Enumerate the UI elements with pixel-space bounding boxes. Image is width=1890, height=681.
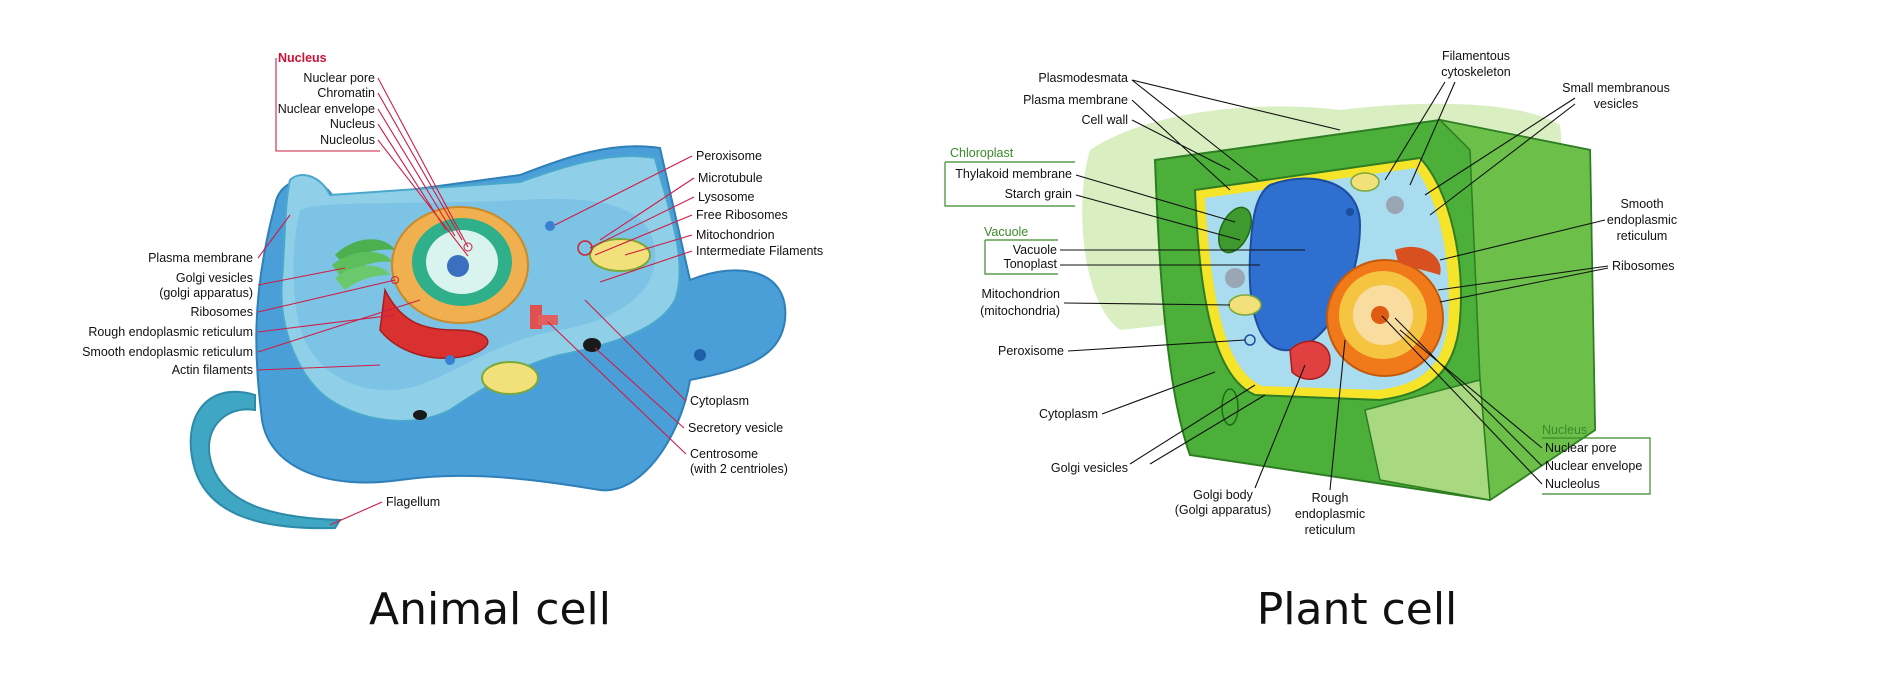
label-golgi-vesicles: Golgi vesicles bbox=[176, 271, 253, 285]
animal-cell-illustration bbox=[189, 145, 787, 530]
label-centrosome: Centrosome bbox=[690, 447, 758, 461]
label-filamentous: Filamentous bbox=[1442, 49, 1510, 63]
label-plant-mitochondria: (mitochondria) bbox=[980, 304, 1060, 318]
animal-cell-title: Animal cell bbox=[369, 584, 611, 635]
label-mitochondrion: Mitochondrion bbox=[696, 228, 775, 242]
label-cytoskeleton: cytoskeleton bbox=[1441, 65, 1511, 79]
label-plasmodesmata: Plasmodesmata bbox=[1038, 71, 1128, 85]
plant-right-labels: Smooth endoplasmic reticulum Ribosomes bbox=[1437, 197, 1677, 303]
animal-nucleus-item-3: Nucleus bbox=[330, 117, 375, 131]
plant-mitochondrion-shape-2 bbox=[1350, 172, 1380, 192]
plant-chloroplast-heading: Chloroplast bbox=[950, 146, 1014, 160]
plant-nucleus-shape bbox=[1326, 259, 1444, 377]
plant-golgi-shape bbox=[1289, 340, 1331, 380]
secretory-vesicle-shape bbox=[583, 338, 601, 352]
plant-mitochondrion-shape bbox=[1228, 294, 1262, 316]
plant-vacuole-label-group: Vacuole Vacuole Tonoplast bbox=[984, 225, 1305, 275]
plant-smooth-er-shape bbox=[1395, 246, 1441, 275]
plant-chloroplast-label-group: Chloroplast Thylakoid membrane Starch gr… bbox=[944, 146, 1241, 241]
plant-cell-title: Plant cell bbox=[1257, 584, 1458, 635]
label-peroxisome: Peroxisome bbox=[696, 149, 762, 163]
label-smooth-er: Smooth endoplasmic reticulum bbox=[82, 345, 253, 359]
label-free-ribosomes: Free Ribosomes bbox=[696, 208, 788, 222]
label-lysosome: Lysosome bbox=[698, 190, 755, 204]
peroxisome-shape bbox=[545, 221, 555, 231]
animal-bottom-labels: Cytoplasm Secretory vesicle Centrosome (… bbox=[329, 299, 788, 526]
label-reticulum: reticulum bbox=[1617, 229, 1668, 243]
label-actin-filaments: Actin filaments bbox=[172, 363, 253, 377]
animal-nucleus-heading: Nucleus bbox=[278, 51, 327, 65]
plant-left-labels: Mitochondrion (mitochondria) Peroxisome … bbox=[980, 287, 1266, 475]
label-plant-peroxisome: Peroxisome bbox=[998, 344, 1064, 358]
plant-nucleus-heading: Nucleus bbox=[1542, 423, 1587, 437]
animal-right-labels: Peroxisome Microtubule Lysosome Free Rib… bbox=[554, 149, 823, 283]
label-secretory-vesicle: Secretory vesicle bbox=[688, 421, 783, 435]
label-flagellum: Flagellum bbox=[386, 495, 440, 509]
label-centrosome-sub: (with 2 centrioles) bbox=[690, 462, 788, 476]
label-intermediate-filaments: Intermediate Filaments bbox=[696, 244, 823, 258]
label-plant-mitochondrion: Mitochondrion bbox=[981, 287, 1060, 301]
mitochondrion-shape-2 bbox=[481, 361, 539, 395]
plant-top-labels: Filamentous cytoskeleton Small membranou… bbox=[1384, 49, 1670, 216]
label-endoplasmic: endoplasmic bbox=[1607, 213, 1677, 227]
plant-bottom-labels: Golgi body (Golgi apparatus) Rough endop… bbox=[1175, 339, 1365, 537]
lysosome-shape bbox=[577, 240, 593, 256]
mitochondrion-shape bbox=[589, 238, 651, 272]
label-rough-er: Rough endoplasmic reticulum bbox=[88, 325, 253, 339]
plant-cell-wall-face bbox=[1364, 379, 1491, 501]
label-golgi-apparatus: (golgi apparatus) bbox=[159, 286, 253, 300]
label-microtubule: Microtubule bbox=[698, 171, 763, 185]
plant-chloroplast-item-0: Thylakoid membrane bbox=[955, 167, 1072, 181]
plant-nucleus-item-1: Nuclear envelope bbox=[1545, 459, 1642, 473]
label-plant-cytoplasm: Cytoplasm bbox=[1039, 407, 1098, 421]
animal-nucleus-item-4: Nucleolus bbox=[320, 133, 375, 147]
plant-chloroplast-item-1: Starch grain bbox=[1005, 187, 1072, 201]
animal-left-labels: Plasma membrane Golgi vesicles (golgi ap… bbox=[82, 214, 421, 377]
label-golgi-body: Golgi body bbox=[1193, 488, 1254, 502]
label-rough-endoplasmic: endoplasmic bbox=[1295, 507, 1365, 521]
label-plant-plasma-membrane: Plasma membrane bbox=[1023, 93, 1128, 107]
animal-nucleus-item-1: Chromatin bbox=[317, 86, 375, 100]
plant-top-left-labels: Plasmodesmata Plasma membrane Cell wall bbox=[1023, 71, 1341, 191]
plant-nucleus-label-group: Nucleus Nuclear pore Nuclear envelope Nu… bbox=[1381, 315, 1651, 495]
plant-vacuole-item-1: Tonoplast bbox=[1003, 257, 1057, 271]
flagellum-shape bbox=[189, 390, 342, 530]
plant-vacuole-heading: Vacuole bbox=[984, 225, 1028, 239]
label-golgi-apparatus-plant: (Golgi apparatus) bbox=[1175, 503, 1272, 517]
plant-vacuole-item-0: Vacuole bbox=[1013, 243, 1057, 257]
vesicle-shape bbox=[413, 410, 427, 420]
label-plant-golgi-vesicles: Golgi vesicles bbox=[1051, 461, 1128, 475]
animal-nucleus-label-group: Nucleus Nuclear pore Chromatin Nuclear e… bbox=[275, 51, 473, 257]
animal-nucleus-shape bbox=[391, 206, 529, 324]
centrosome-shape bbox=[530, 305, 558, 329]
plant-nucleus-item-0: Nuclear pore bbox=[1545, 441, 1617, 455]
plant-cell-illustration bbox=[1082, 103, 1597, 502]
label-ribosomes: Ribosomes bbox=[190, 305, 253, 319]
label-smooth: Smooth bbox=[1620, 197, 1663, 211]
animal-nucleus-item-0: Nuclear pore bbox=[303, 71, 375, 85]
label-small-membranous: Small membranous bbox=[1562, 81, 1670, 95]
plant-nucleus-item-2: Nucleolus bbox=[1545, 477, 1600, 491]
plant-chloroplast-shape bbox=[1218, 206, 1252, 254]
label-cell-wall: Cell wall bbox=[1081, 113, 1128, 127]
golgi-shape bbox=[332, 239, 395, 290]
label-plasma-membrane: Plasma membrane bbox=[148, 251, 253, 265]
rough-er-shape bbox=[379, 287, 489, 359]
label-vesicles: vesicles bbox=[1594, 97, 1638, 111]
label-rough: Rough bbox=[1312, 491, 1349, 505]
label-plant-ribosomes: Ribosomes bbox=[1612, 259, 1675, 273]
label-rough-reticulum: reticulum bbox=[1305, 523, 1356, 537]
animal-nucleus-item-2: Nuclear envelope bbox=[278, 102, 375, 116]
label-cytoplasm: Cytoplasm bbox=[690, 394, 749, 408]
